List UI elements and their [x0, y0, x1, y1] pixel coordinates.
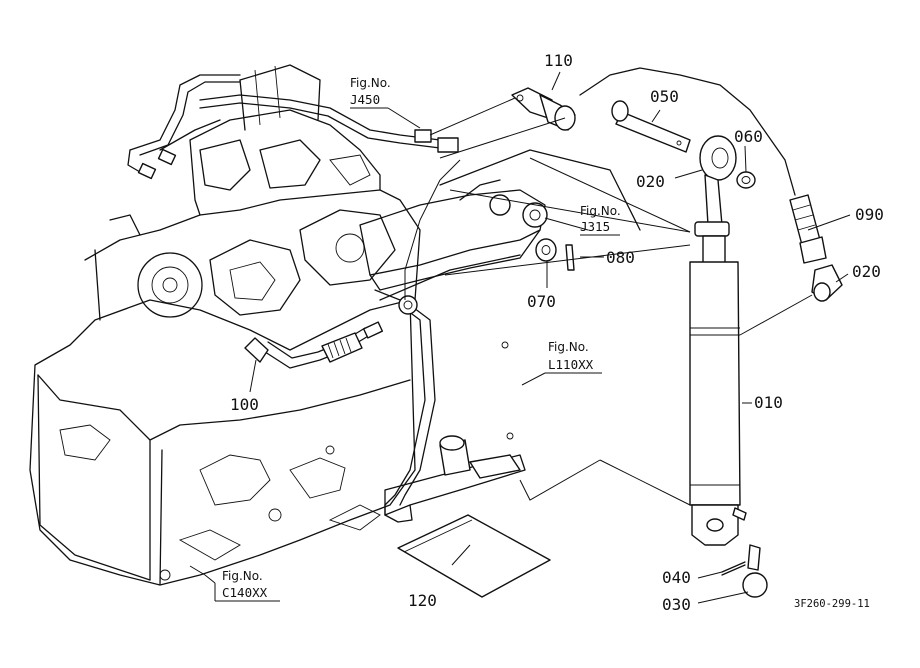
part-120-manual: [397, 514, 551, 598]
part-070-080-washer-pin: [535, 238, 575, 271]
fig-ref-code: J315: [580, 219, 610, 234]
callout-040: 040: [662, 568, 691, 587]
drawing-code: 3F260-299-11: [794, 598, 870, 610]
callout-030: 030: [662, 595, 691, 614]
part-010-cylinder: [689, 235, 747, 546]
callout-110: 110: [544, 51, 573, 70]
callout-100: 100: [230, 395, 259, 414]
fig-ref-label: Fig.No.: [548, 340, 589, 354]
fig-ref-l110xx[interactable]: Fig.No. L110XX: [545, 340, 602, 374]
fig-ref-c140xx[interactable]: Fig.No. C140XX: [214, 569, 280, 602]
callout-020-fitting: 020: [852, 262, 881, 281]
part-090-020-fittings: [789, 194, 843, 302]
callout-060: 060: [734, 127, 763, 146]
fig-ref-code: L110XX: [548, 357, 594, 372]
fig-ref-label: Fig.No.: [222, 569, 263, 583]
part-030-040-pins: [721, 544, 768, 598]
callout-050: 050: [650, 87, 679, 106]
figure-references: Fig.No. J450 Fig.No. J315 Fig.No. L110XX…: [214, 76, 621, 602]
fig-ref-code: C140XX: [222, 585, 268, 600]
fig-ref-label: Fig.No.: [580, 204, 621, 218]
part-020-rod-end: [694, 135, 756, 237]
transmission-housing: [29, 64, 641, 586]
callout-120: 120: [408, 591, 437, 610]
fig-ref-j315[interactable]: Fig.No. J315: [580, 204, 621, 236]
part-110-bracket: [511, 87, 576, 131]
leader-lines: [189, 67, 851, 604]
callout-080: 080: [606, 248, 635, 267]
callout-010: 010: [754, 393, 783, 412]
callout-090: 090: [855, 205, 884, 224]
fig-ref-j450[interactable]: Fig.No. J450: [350, 76, 391, 109]
fig-ref-code: J450: [350, 92, 380, 107]
part-050-pin: [611, 100, 691, 153]
callout-070: 070: [527, 292, 556, 311]
part-callouts: 110 050 060 020 090 020 080 070 010 100 …: [230, 51, 884, 614]
fig-ref-label: Fig.No.: [350, 76, 391, 90]
callout-020-rod-end: 020: [636, 172, 665, 191]
